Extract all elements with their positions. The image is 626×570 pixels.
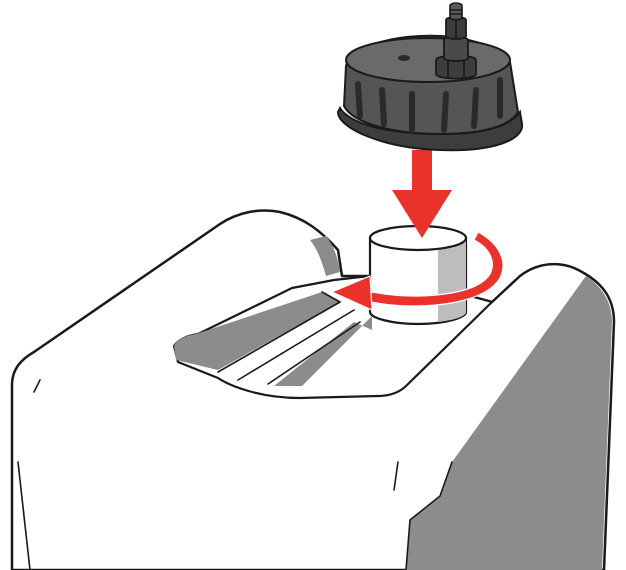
canister [12,211,614,570]
canister-neck [370,226,466,324]
neck-shade [438,240,466,322]
cap-ridge-2 [382,90,384,124]
fitting-body [444,37,468,61]
down-arrow-icon [392,150,452,238]
cap-top-face [346,38,510,82]
cap-ridge-4 [444,94,446,130]
vent-hole [398,55,410,61]
cap-with-fitting [338,3,522,150]
cap-ridge-1 [358,84,360,116]
cap-ridge-5 [474,90,476,126]
fitting-tip [450,3,462,20]
down-arrow-shape [392,150,452,238]
